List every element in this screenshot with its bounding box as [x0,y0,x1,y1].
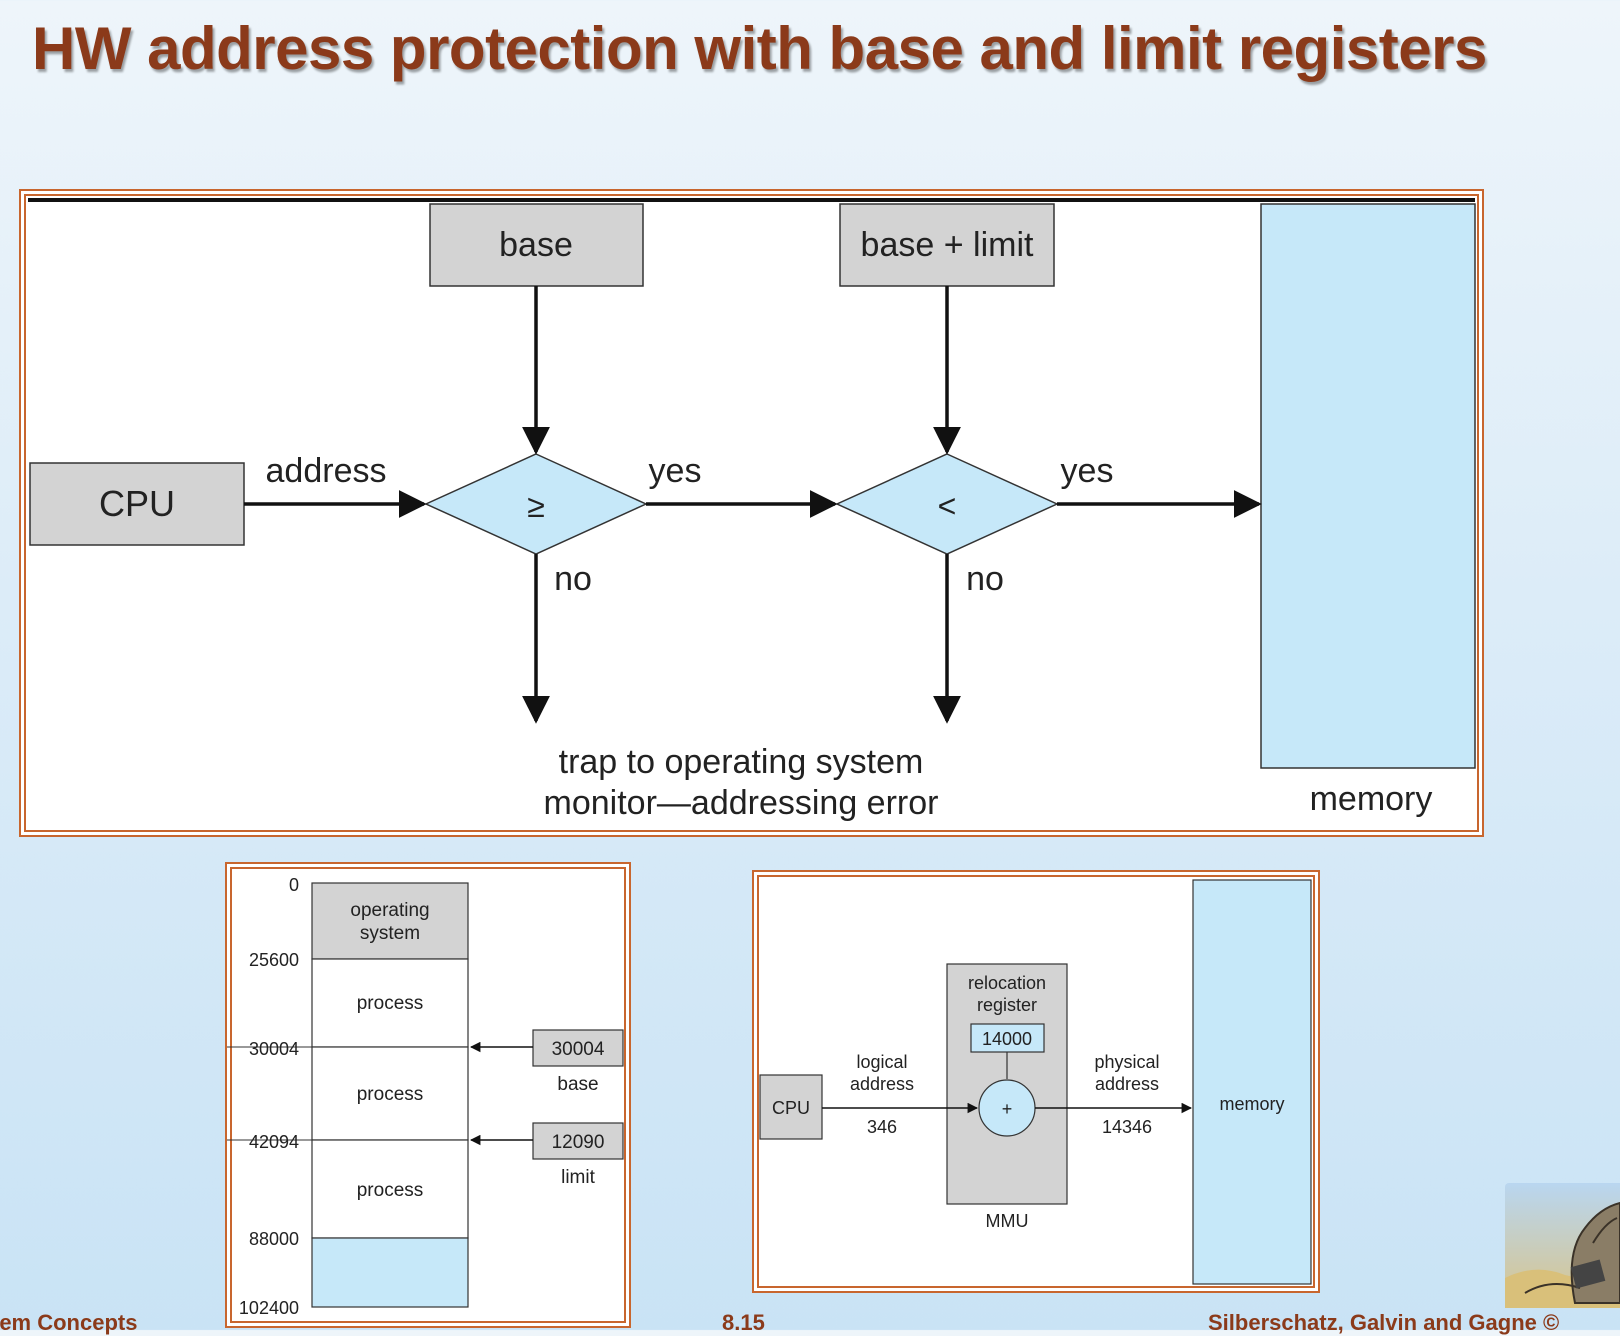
os-label-line1: operating [350,900,429,921]
mmu-label: MMU [986,1211,1029,1231]
address-protection-diagram: base base + limit memory CPU ≥ < address… [28,198,1476,822]
slide-title: HW address protection with base and limi… [32,15,1487,82]
address-42094: 42094 [249,1132,299,1152]
base-register-label: base [499,226,573,264]
logical-label-line2: address [850,1074,914,1094]
address-88000: 88000 [249,1229,299,1249]
relocation-memory-block [1192,879,1312,1285]
physical-label-line1: physical [1094,1052,1159,1072]
address-0: 0 [289,875,299,895]
limit-value: 12090 [552,1132,605,1153]
os-label-line2: system [360,923,420,944]
base-limit-register-label: base + limit [861,226,1034,264]
logical-value: 346 [867,1117,897,1137]
physical-value: 14346 [1102,1117,1152,1137]
address-25600: 25600 [249,950,299,970]
relocation-value-box [970,1023,1045,1053]
trap-label-line1: trap to operating system [559,743,924,781]
process-region-2 [311,1046,469,1141]
address-102400: 102400 [239,1298,299,1318]
cpu-label: CPU [99,483,175,524]
ge-symbol: ≥ [527,488,545,524]
limit-register-caption: limit [561,1167,595,1188]
logical-label-line1: logical [856,1052,907,1072]
dinosaur-logo [1505,1183,1620,1308]
os-region [311,882,469,960]
limit-value-box [532,1122,624,1160]
footer-left-text: tem Concepts [0,1310,138,1335]
main-diagram-frame: base base + limit memory CPU ≥ < address… [19,189,1484,837]
no2-label: no [966,560,1004,598]
no1-label: no [554,560,592,598]
base-register-caption: base [557,1074,598,1095]
cpu-box [29,462,245,546]
memory-layout-frame: operating system process process process… [225,862,631,1328]
process-label-1: process [357,993,424,1014]
yes1-label: yes [649,452,702,490]
lt-symbol: < [938,488,957,524]
memory-block [1260,203,1476,769]
adder-plus: + [1002,1099,1013,1119]
base-value: 30004 [552,1039,605,1060]
relocation-memory-label: memory [1219,1094,1284,1114]
relocation-cpu-label: CPU [772,1098,810,1118]
relocation-label-line2: register [977,995,1037,1015]
base-limit-register-box [839,203,1055,287]
relocation-cpu-box [759,1074,823,1140]
address-label: address [266,452,387,490]
memory-layout-diagram: operating system process process process… [227,875,624,1318]
free-region [311,1237,469,1308]
dinosaur-icon [1505,1201,1620,1308]
process-label-3: process [357,1180,424,1201]
relocation-label-line1: relocation [968,973,1046,993]
memory-label: memory [1310,780,1433,818]
relocation-value: 14000 [982,1029,1032,1049]
yes2-label: yes [1061,452,1114,490]
footer-authors: Silberschatz, Galvin and Gagne © [1208,1310,1560,1335]
address-30004: 30004 [249,1039,299,1059]
base-value-box [532,1029,624,1067]
physical-label-line2: address [1095,1074,1159,1094]
trap-label-line2: monitor—addressing error [544,784,939,822]
process-region-3 [311,1139,469,1239]
relocation-frame: memory MMU relocation register 14000 + C… [752,870,1320,1293]
relocation-register-diagram: memory MMU relocation register 14000 + C… [759,879,1312,1285]
process-label-2: process [357,1084,424,1105]
footer-page-number: 8.15 [722,1310,765,1335]
